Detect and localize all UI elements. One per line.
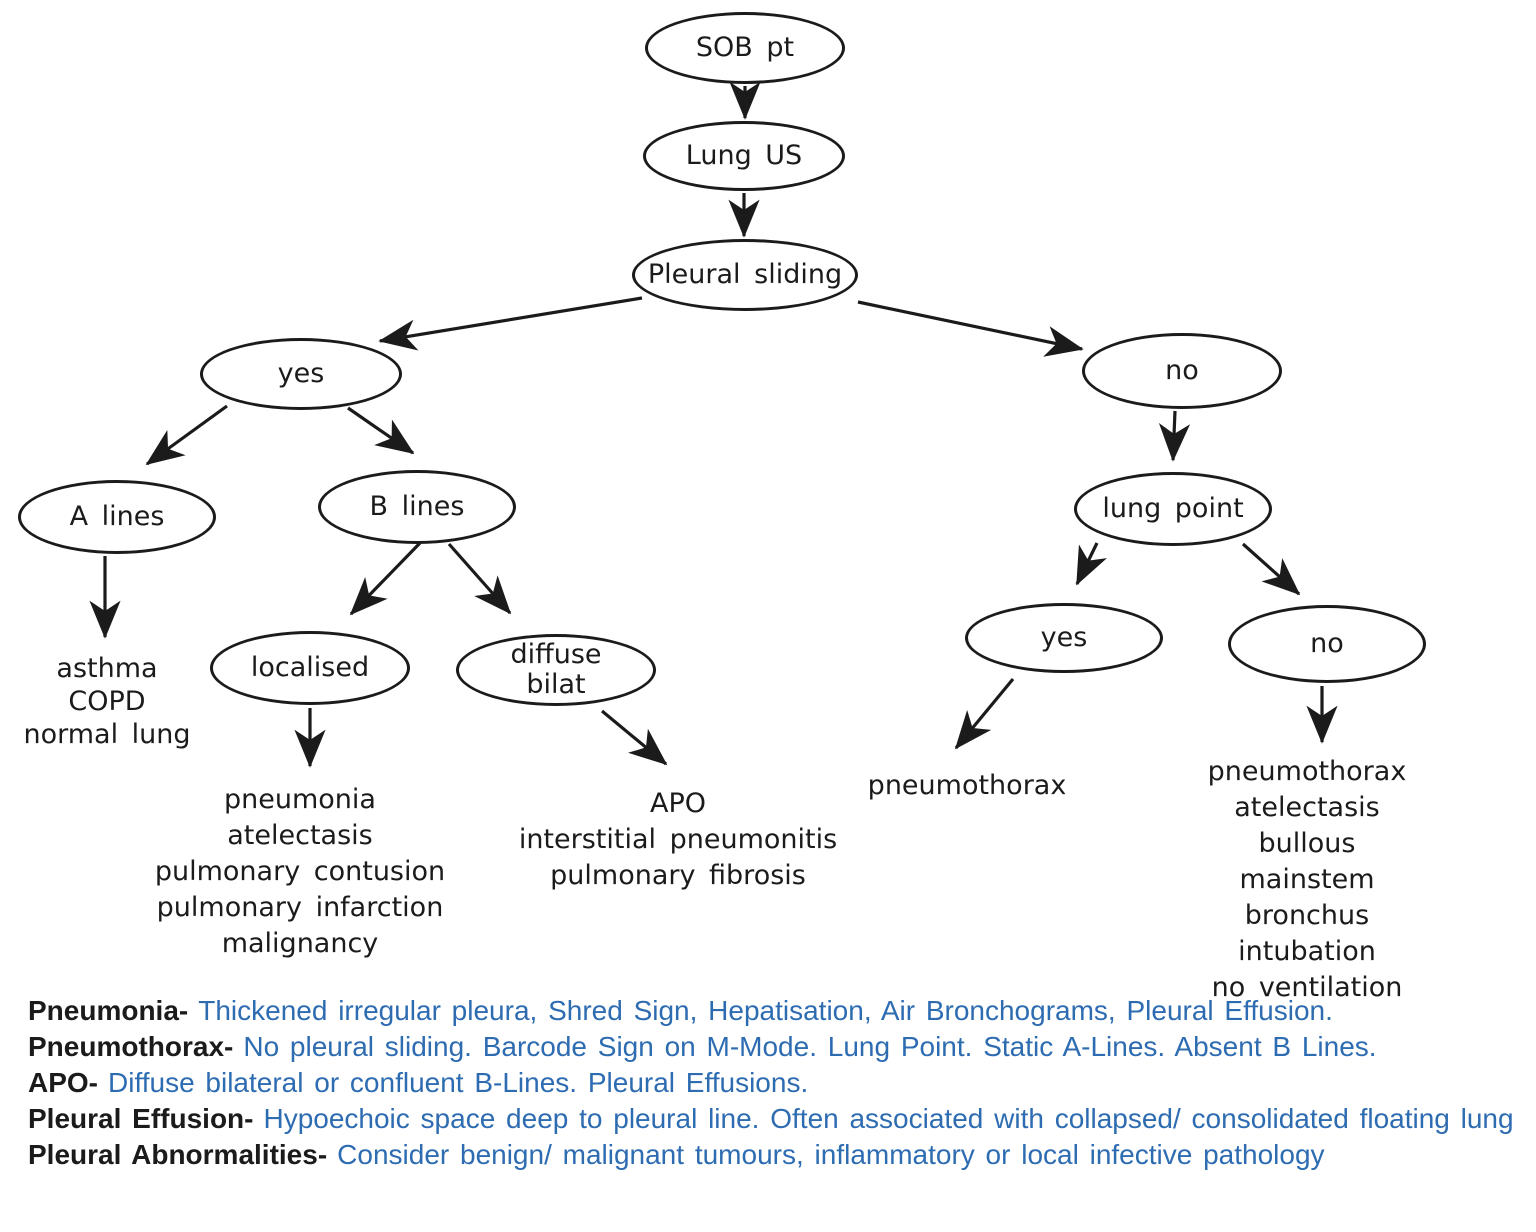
legend-description: Thickened irregular pleura, Shred Sign, … — [198, 995, 1333, 1026]
node-lung-point-no: no — [1228, 605, 1426, 683]
arrow-yes-to-blines — [347, 406, 415, 455]
legend-label: Pneumothorax- — [28, 1031, 234, 1062]
outcome-diffuse-bilat: APO interstitial pneumonitis pulmonary f… — [518, 788, 838, 891]
legend-description: Consider benign/ malignant tumours, infl… — [337, 1139, 1325, 1170]
legend-description: Diffuse bilateral or confluent B-Lines. … — [108, 1067, 809, 1098]
node-lung-point: lung point — [1074, 472, 1272, 546]
arrow-lungpoint-to-yes — [1075, 542, 1107, 586]
legend-entry-pleural-effusion: Pleural Effusion- Hypoechoic space deep t… — [28, 1101, 1530, 1137]
node-lung-point-yes: yes — [965, 603, 1163, 673]
legend-description: Hypoechoic space deep to pleural line. O… — [263, 1103, 1514, 1134]
outcome-a-lines: asthma COPD normal lung — [23, 653, 191, 750]
outcome-localised: pneumonia atelectasis pulmonary contusio… — [154, 784, 446, 959]
node-sob-pt: SOB pt — [645, 12, 845, 84]
legend-entry-pneumothorax: Pneumothorax- No pleural sliding. Barcode… — [28, 1029, 1530, 1065]
arrow-blines-to-localised — [349, 541, 422, 616]
node-pleural-sliding: Pleural sliding — [632, 239, 858, 311]
legend-entry-pneumonia: Pneumonia- Thickened irregular pleura, Sh… — [28, 993, 1530, 1029]
arrow-diffuse-to-outcome — [600, 709, 668, 766]
node-sliding-no: no — [1082, 333, 1282, 409]
legend: Pneumonia- Thickened irregular pleura, Sh… — [28, 993, 1530, 1173]
legend-label: Pleural Effusion- — [28, 1103, 254, 1134]
node-a-lines: A lines — [18, 480, 216, 554]
node-b-lines: B lines — [318, 470, 516, 544]
legend-label: Pleural Abnormalities- — [28, 1139, 328, 1170]
arrow-blines-to-diffuse — [447, 542, 512, 615]
legend-entry-apo: APO- Diffuse bilateral or confluent B-Lin… — [28, 1065, 1530, 1101]
outcome-lung-point-yes: pneumothorax — [867, 770, 1067, 801]
legend-entry-pleural-abnormalities: Pleural Abnormalities- Consider benign/ m… — [28, 1137, 1530, 1173]
outcome-lung-point-no: pneumothorax atelectasis bullous mainste… — [1207, 756, 1407, 1003]
arrow-lpyes-to-outcome — [954, 677, 1015, 750]
node-diffuse-bilat: diffuse bilat — [456, 634, 656, 706]
arrow-yes-to-alines — [145, 404, 228, 466]
legend-label: APO- — [28, 1067, 98, 1098]
node-lung-us: Lung US — [643, 121, 845, 191]
node-sliding-yes: yes — [200, 338, 402, 410]
arrow-sliding-to-no — [857, 300, 1084, 357]
arrow-sliding-to-yes — [378, 296, 643, 351]
legend-label: Pneumonia- — [28, 995, 189, 1026]
node-localised: localised — [210, 631, 410, 705]
arrow-lungpoint-to-no — [1241, 542, 1301, 596]
legend-description: No pleural sliding. Barcode Sign on M-Mo… — [243, 1031, 1377, 1062]
arrow-no-to-lungpoint — [1158, 410, 1191, 462]
